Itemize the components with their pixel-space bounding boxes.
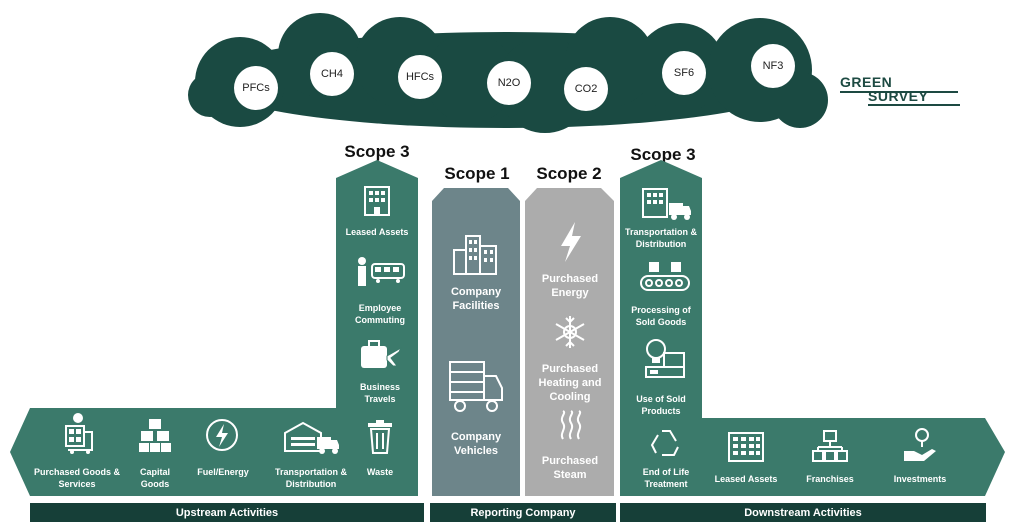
logo-divider xyxy=(840,91,958,93)
gas-ch4: CH4 xyxy=(310,52,354,96)
upstream-waste: Waste xyxy=(366,467,394,477)
upstream-employee-commuting: Employee Commuting xyxy=(355,303,405,325)
scope2-purchased-energy: Purchased Energy xyxy=(541,273,599,299)
downstream-use-of-sold-products: Use of Sold Products xyxy=(636,394,686,416)
downstream-leased-assets: Leased Assets xyxy=(714,474,778,484)
upstream-purchased-goods: Purchased Goods & Services xyxy=(33,467,121,489)
upstream-capital-goods: Capital Goods xyxy=(139,467,170,489)
warehouse-truck-icon xyxy=(638,184,694,222)
downstream-transportation-distribution: Transportation & Distribution xyxy=(624,227,697,249)
logo-underline xyxy=(868,104,960,106)
factory-icon xyxy=(446,230,506,278)
scope1-company-vehicles: Company Vehicles xyxy=(450,431,502,457)
downstream-end-of-life: End of Life Treatment xyxy=(642,467,690,489)
logo-line-2: SURVEY xyxy=(868,88,929,104)
upstream-transportation-distribution: Transportation & Distribution xyxy=(274,467,347,489)
scope1-company-facilities: Company Facilities xyxy=(450,286,502,312)
purchased-goods-icon xyxy=(56,410,100,456)
downstream-shape xyxy=(620,160,1005,496)
scope2-purchased-steam: Purchased Steam xyxy=(541,455,599,481)
building-icon xyxy=(724,428,768,464)
recycle-icon xyxy=(646,426,686,458)
upstream-business-travels: Business Travels xyxy=(359,382,401,404)
scope3-downstream-label: Scope 3 xyxy=(630,145,696,164)
truck-icon xyxy=(444,356,508,416)
fuel-energy-icon xyxy=(200,414,244,456)
steam-icon xyxy=(554,408,588,442)
gas-sf6: SF6 xyxy=(662,51,706,95)
capital-goods-icon xyxy=(134,414,176,456)
downstream-processing-sold-goods: Processing of Sold Goods xyxy=(631,305,691,327)
upstream-shape xyxy=(10,160,418,496)
upstream-leased-assets: Leased Assets xyxy=(345,227,409,237)
franchise-network-icon xyxy=(810,428,850,464)
scope2-purchased-heating-cooling: Purchased Heating and Cooling xyxy=(538,363,602,403)
lightning-icon xyxy=(549,218,591,266)
trash-bin-icon xyxy=(360,416,400,458)
products-icon xyxy=(636,334,694,382)
downstream-franchises: Franchises xyxy=(806,474,854,484)
upstream-fuel-energy: Fuel/Energy xyxy=(197,467,249,477)
commuter-train-icon xyxy=(350,252,410,292)
investment-hand-icon xyxy=(898,426,942,464)
logo-line-1: GREEN xyxy=(840,74,893,90)
suitcase-plane-icon xyxy=(355,334,405,374)
warehouse-truck-icon xyxy=(278,416,344,458)
scope3-upstream-label: Scope 3 xyxy=(344,142,410,161)
building-icon xyxy=(356,180,398,220)
downstream-investments: Investments xyxy=(893,474,947,484)
footer-upstream: Upstream Activities xyxy=(30,503,424,522)
gas-nf3: NF3 xyxy=(751,44,795,88)
gas-pfcs: PFCs xyxy=(234,66,278,110)
gas-hfcs: HFCs xyxy=(398,55,442,99)
scope1-label: Scope 1 xyxy=(444,164,510,183)
scope2-label: Scope 2 xyxy=(536,164,602,183)
heating-cooling-icon xyxy=(548,310,592,354)
gas-n2o: N2O xyxy=(487,61,531,105)
footer-reporting: Reporting Company xyxy=(430,503,616,522)
gas-co2: CO2 xyxy=(564,67,608,111)
footer-downstream: Downstream Activities xyxy=(620,503,986,522)
conveyor-icon xyxy=(636,256,694,296)
